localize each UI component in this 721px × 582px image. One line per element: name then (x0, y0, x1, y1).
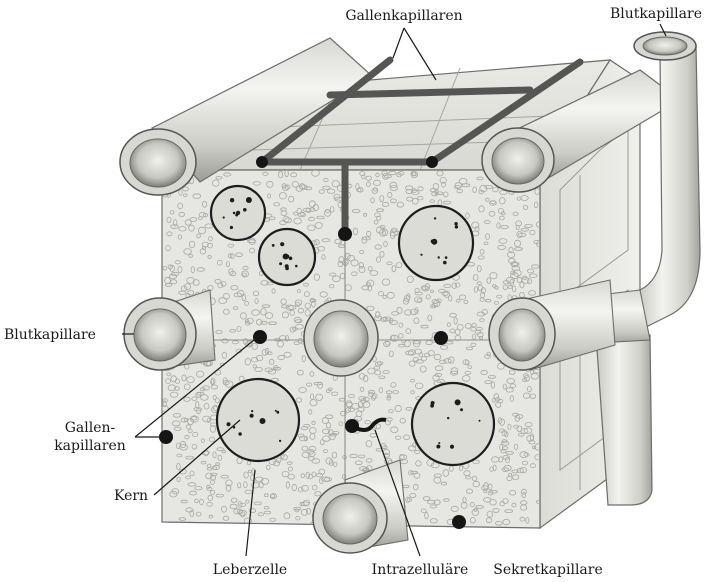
nucleolus (454, 222, 457, 225)
nucleolus (443, 261, 447, 265)
nucleolus (289, 257, 293, 261)
label-gallenkapillaren-top: Gallenkapillaren (345, 8, 462, 24)
label-kern: Kern (114, 488, 148, 504)
label-sekretkapillare: Sekretkapillare (493, 562, 603, 578)
nucleolus (227, 422, 231, 426)
nucleolus (251, 410, 253, 412)
nucleolus (434, 217, 436, 219)
nucleolus (447, 417, 449, 419)
nucleolus (460, 408, 463, 411)
nucleolus (246, 197, 252, 203)
nucleolus (479, 420, 481, 422)
nucleolus (272, 244, 275, 247)
nucleolus (455, 225, 458, 228)
nucleolus (431, 240, 435, 244)
nucleolus (236, 211, 240, 215)
bile-dot (426, 156, 438, 168)
nucleolus (438, 442, 440, 444)
nucleolus (285, 254, 289, 258)
nucleolus (233, 212, 236, 215)
nucleolus (295, 265, 298, 268)
nucleolus (275, 410, 277, 412)
blood-capillary-mid-left (124, 290, 215, 370)
nucleolus (279, 440, 281, 442)
bile-dot (452, 515, 466, 529)
bile-dot (256, 156, 268, 168)
nucleolus (238, 432, 241, 435)
nucleus-5 (412, 383, 494, 465)
label-leberzelle: Leberzelle (213, 562, 287, 578)
label-gallen-line2: kapillaren (54, 438, 126, 454)
nucleolus (455, 399, 461, 405)
nucleolus (450, 445, 454, 449)
nucleolus (276, 411, 279, 414)
nucleolus (279, 262, 282, 265)
nucleolus (445, 256, 448, 259)
nucleolus (431, 401, 435, 405)
nucleolus (250, 414, 254, 418)
bile-dot (434, 331, 448, 345)
label-intrazellulaere: Intrazelluläre (372, 562, 469, 578)
label-gallen-line1: Gallen- (65, 420, 116, 436)
nucleolus (243, 208, 247, 212)
nucleolus (230, 198, 234, 202)
blood-capillary-center (304, 300, 378, 376)
nucleolus (260, 418, 266, 424)
nucleolus (438, 256, 440, 258)
nucleolus (436, 445, 440, 449)
nucleolus (230, 226, 233, 229)
bile-dot (338, 227, 352, 241)
bile-dot (253, 330, 267, 344)
nucleolus (420, 254, 422, 256)
nucleus-4 (217, 379, 299, 461)
label-blutkapillare-left: Blutkapillare (4, 327, 96, 343)
bile-dot (159, 430, 173, 444)
nucleolus (285, 267, 289, 271)
nucleolus (280, 242, 284, 246)
label-blutkapillare-top: Blutkapillare (610, 6, 702, 22)
nucleolus (223, 216, 225, 218)
